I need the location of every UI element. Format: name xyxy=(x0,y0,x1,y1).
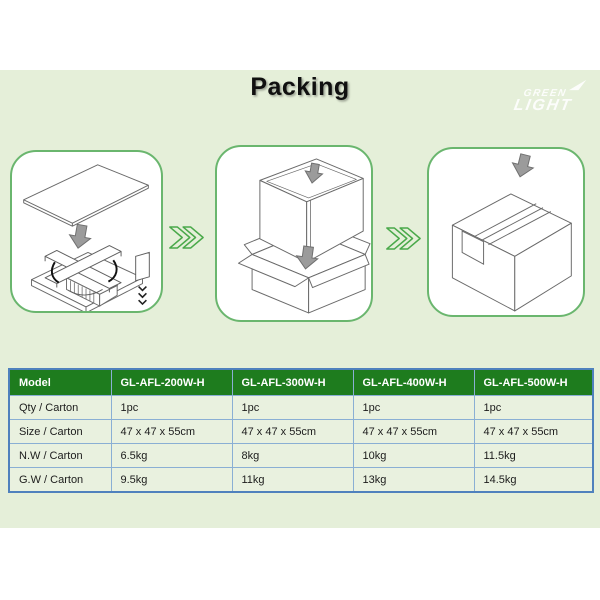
step-arrow-chevron-icon xyxy=(386,227,421,250)
fixture-in-foam-packing-diagram xyxy=(23,164,150,311)
down-arrow-icon xyxy=(304,162,324,184)
table-cell: 47 x 47 x 55cm xyxy=(231,419,354,444)
brand-logo: GREEN LIGHT xyxy=(500,79,588,114)
table-row-gw: G.W / Carton 9.5kg 11kg 13kg 14.5kg xyxy=(8,467,594,493)
table-cell: 8kg xyxy=(231,443,354,468)
col-header-model: Model xyxy=(8,368,112,396)
flat-sheet xyxy=(23,164,149,227)
packing-spec-table-wrap: Model GL-AFL-200W-H GL-AFL-300W-H GL-AFL… xyxy=(8,368,594,493)
table-cell: 6.5kg xyxy=(110,443,233,468)
table-cell: 14.5kg xyxy=(473,467,594,493)
col-header-400w: GL-AFL-400W-H xyxy=(352,368,475,396)
packing-step-3-panel xyxy=(427,147,585,317)
table-cell: 47 x 47 x 55cm xyxy=(110,419,233,444)
packing-step-2-panel xyxy=(215,145,373,322)
table-cell: 1pc xyxy=(231,395,354,420)
brand-name-line2: LIGHT xyxy=(512,97,574,114)
inner-box-into-carton-diagram xyxy=(237,158,371,314)
table-cell: 10kg xyxy=(352,443,475,468)
accessory-card xyxy=(135,251,150,282)
reflector-curve xyxy=(68,289,103,296)
row-label: G.W / Carton xyxy=(8,467,112,493)
down-arrow-icon xyxy=(295,245,319,270)
table-cell: 11kg xyxy=(231,467,354,493)
table-cell: 1pc xyxy=(352,395,475,420)
col-header-200w: GL-AFL-200W-H xyxy=(110,368,233,396)
col-header-300w: GL-AFL-300W-H xyxy=(231,368,354,396)
row-label: Qty / Carton xyxy=(8,395,112,420)
brand-arrow-icon xyxy=(569,79,587,91)
packing-step-1-panel xyxy=(10,150,163,313)
down-arrow-icon xyxy=(68,223,92,249)
table-cell: 9.5kg xyxy=(110,467,233,493)
table-cell: 1pc xyxy=(473,395,594,420)
packing-spec-table: Model GL-AFL-200W-H GL-AFL-300W-H GL-AFL… xyxy=(8,368,594,493)
table-row-qty: Qty / Carton 1pc 1pc 1pc 1pc xyxy=(8,395,594,420)
table-cell: 47 x 47 x 55cm xyxy=(352,419,475,444)
fixture-arm-left xyxy=(50,261,60,284)
row-label: Size / Carton xyxy=(8,419,112,444)
row-label: N.W / Carton xyxy=(8,443,112,468)
x-foam-block xyxy=(44,245,122,293)
table-row-size: Size / Carton 47 x 47 x 55cm 47 x 47 x 5… xyxy=(8,419,594,444)
fixture-heatsink xyxy=(65,268,119,307)
page-title: Packing xyxy=(250,73,350,101)
table-header-row: Model GL-AFL-200W-H GL-AFL-300W-H GL-AFL… xyxy=(8,368,594,396)
table-cell: 11.5kg xyxy=(473,443,594,468)
table-row-nw: N.W / Carton 6.5kg 8kg 10kg 11.5kg xyxy=(8,443,594,468)
sealed-carton-diagram xyxy=(451,153,572,312)
col-header-500w: GL-AFL-500W-H xyxy=(473,368,594,396)
dashed-insert-arrows xyxy=(138,285,147,306)
tape-lines xyxy=(473,203,552,246)
step-arrow-chevron-icon xyxy=(169,226,204,249)
fixture-arm-right xyxy=(107,259,118,283)
table-cell: 13kg xyxy=(352,467,475,493)
down-arrow-icon xyxy=(511,153,535,178)
tape-end-flap xyxy=(461,230,485,265)
table-cell: 47 x 47 x 55cm xyxy=(473,419,594,444)
table-cell: 1pc xyxy=(110,395,233,420)
